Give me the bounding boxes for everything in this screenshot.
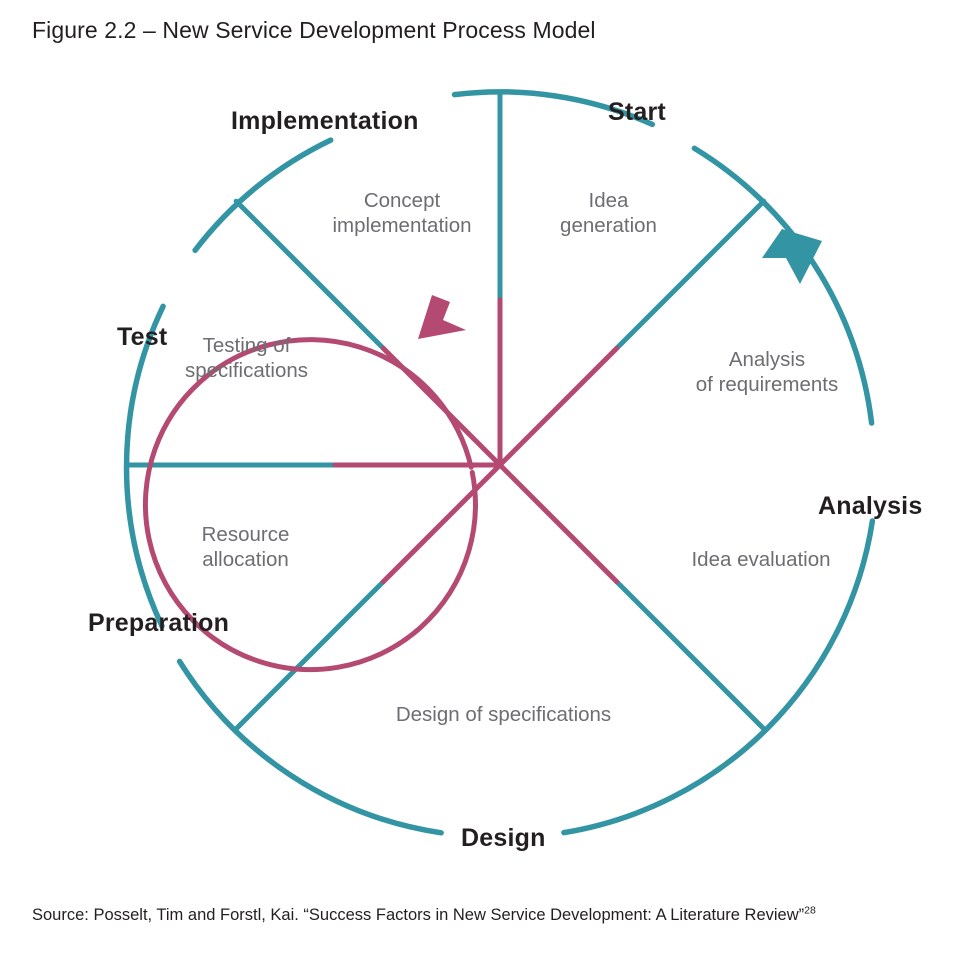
inner-ring-group xyxy=(142,337,478,673)
figure-source-text: Source: Posselt, Tim and Forstl, Kai. “S… xyxy=(32,906,805,924)
task-line-1: Design of specifications xyxy=(395,703,612,726)
inner-spoke-lower-left xyxy=(380,462,503,585)
phase-label-design: Design xyxy=(461,824,546,852)
task-line-1: Testing of xyxy=(202,334,291,357)
figure-source: Source: Posselt, Tim and Forstl, Kai. “S… xyxy=(32,904,816,925)
task-line-1: Resource xyxy=(201,523,290,546)
inner-spoke-upper-left xyxy=(380,345,503,468)
spoke-lower-left xyxy=(233,579,386,732)
outer-arc-analysis-to-design xyxy=(561,518,876,836)
task-line-2: allocation xyxy=(202,548,289,571)
task-label-idea-evaluation: Idea evaluation xyxy=(671,547,851,572)
task-line-1: Analysis xyxy=(728,348,806,371)
outer-arc-test-to-implementation xyxy=(192,137,334,254)
phase-label-start: Start xyxy=(608,98,666,126)
spoke-group xyxy=(124,89,767,732)
task-label-testing-of-specifications: Testing of specifications xyxy=(179,333,314,383)
task-line-2: generation xyxy=(560,214,657,237)
task-line-2: specifications xyxy=(184,359,309,382)
inner-circle xyxy=(142,337,478,673)
inner-spoke-lower-right xyxy=(497,462,620,585)
outer-arc-implementation-to-start xyxy=(451,89,656,128)
spoke-upper-right xyxy=(614,198,767,351)
task-label-concept-implementation: Concept implementation xyxy=(317,188,487,238)
phase-label-preparation: Preparation xyxy=(88,609,230,637)
inner-ring-arrowhead xyxy=(418,295,466,339)
task-line-2: implementation xyxy=(332,214,472,237)
figure-title: Figure 2.2 – New Service Development Pro… xyxy=(32,17,596,43)
spoke-upper-left xyxy=(233,198,386,351)
task-line-1: Idea xyxy=(588,189,629,212)
spoke-lower-right xyxy=(614,579,767,732)
phase-label-implementation: Implementation xyxy=(231,107,419,135)
outer-arc-design-to-preparation xyxy=(176,658,444,836)
outer-ring-group xyxy=(123,89,876,836)
task-label-design-of-specifications: Design of specifications xyxy=(380,702,627,727)
outer-arc-start-to-analysis xyxy=(691,145,875,426)
figure-source-footnote: 28 xyxy=(804,904,816,917)
task-line-2: of requirements xyxy=(695,373,839,396)
phase-label-analysis: Analysis xyxy=(818,492,923,520)
inner-spoke-upper-right xyxy=(497,345,620,468)
outer-ring-arrowhead xyxy=(762,229,822,284)
phase-label-test: Test xyxy=(117,323,168,351)
task-label-idea-generation: Idea generation xyxy=(536,188,681,238)
inner-spoke-group xyxy=(332,297,620,585)
task-line-1: Concept xyxy=(363,189,441,212)
task-line-1: Idea evaluation xyxy=(691,548,831,571)
task-label-analysis-of-requirements: Analysis of requirements xyxy=(672,347,862,397)
task-label-resource-allocation: Resource allocation xyxy=(178,522,313,572)
